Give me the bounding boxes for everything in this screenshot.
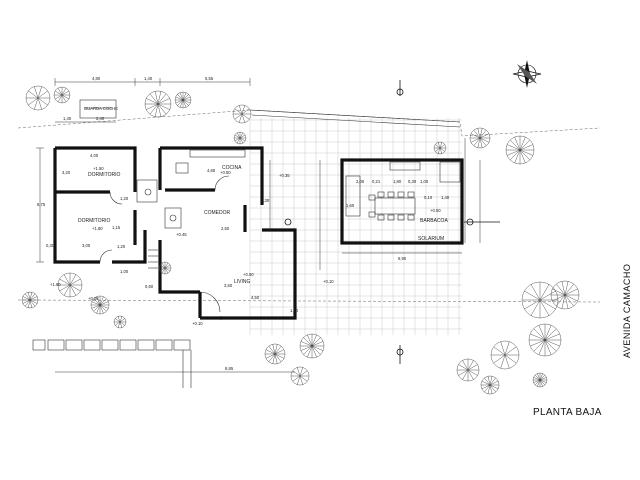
tree-icon	[456, 358, 480, 382]
house-walls	[53, 146, 464, 320]
room-comedor: COMEDOR	[204, 210, 231, 216]
tree-icon	[521, 281, 559, 319]
level-marks: +1.50 +1.80 +0.50 +0.50 +0.35 +0.50 +0.4…	[50, 166, 441, 326]
tree-icon	[25, 85, 51, 111]
dim-200: 2,00	[356, 179, 365, 184]
tree-icon	[232, 104, 252, 124]
dim-120b: 1,20	[117, 244, 126, 249]
level-comedor: +0.45	[176, 232, 187, 237]
property-boundary	[17, 109, 601, 303]
dim-top-1: 4,80	[92, 76, 101, 81]
dim-675: 6,75	[37, 202, 46, 207]
tree-icon	[290, 366, 310, 386]
tree-icon	[264, 343, 286, 365]
level-cocina: +0.50	[220, 170, 231, 175]
tree-icon	[174, 91, 192, 109]
tree-icon	[469, 127, 491, 149]
dim-300: 3,00	[82, 243, 91, 248]
tree-icon	[505, 135, 535, 165]
room-cocina: COCINA	[222, 165, 242, 171]
dim-030b: 0,30	[261, 198, 270, 203]
dim-gc-1: 1,40	[63, 116, 72, 121]
tree-icon	[233, 131, 247, 145]
room-dormitorio-2: DORMITORIO	[78, 218, 111, 224]
room-dormitorio-1: DORMITORIO	[88, 172, 121, 178]
fixtures	[79, 99, 461, 313]
sidewalk-blocks	[32, 339, 192, 388]
level-dorm1: +1.50	[93, 166, 104, 171]
tree-icon	[299, 333, 325, 359]
level-living: +0.50	[243, 272, 254, 277]
dim-885: 8,85	[225, 366, 234, 371]
tree-icon	[53, 86, 71, 104]
dimension-labels: 4,80 1,40 5,55 1,40 2,40 4,00 3,20 3,00 …	[37, 76, 450, 371]
room-barbacoa: BARBACOA	[420, 218, 448, 224]
level-bottom: +0.10	[192, 321, 203, 326]
dimension-lines	[36, 78, 481, 373]
dim-021: 0,21	[372, 179, 381, 184]
level-patio: +0.35	[279, 173, 290, 178]
dim-gc-2: 2,40	[96, 116, 105, 121]
dim-400: 4,00	[90, 153, 99, 158]
tree-icon	[158, 261, 172, 275]
tree-icon	[144, 90, 172, 118]
dim-100b: 1,00	[420, 179, 429, 184]
level-right: +0.10	[323, 279, 334, 284]
tree-icon	[21, 291, 39, 309]
dim-top-2: 1,40	[144, 76, 153, 81]
tree-icon	[490, 340, 520, 370]
level-bottom-left: +0.08	[88, 296, 99, 301]
dim-350: 3,50	[224, 283, 233, 288]
paving-grid	[249, 118, 462, 335]
tree-icon	[480, 375, 500, 395]
room-living: LIVING	[234, 279, 251, 285]
dim-100: 1,00	[120, 269, 129, 274]
tree-icon	[90, 295, 110, 315]
tree-icon	[57, 272, 83, 298]
tree-icon	[532, 372, 548, 388]
dim-250: 2,50	[221, 226, 230, 231]
tree-icon	[550, 280, 580, 310]
dim-690: 6,90	[398, 256, 407, 261]
dim-115: 1,15	[112, 225, 121, 230]
dim-140: 1,40	[441, 195, 450, 200]
dim-320: 3,20	[62, 170, 71, 175]
room-solarium: SOLARIUM	[418, 236, 444, 242]
dim-120a: 1,20	[120, 196, 129, 201]
street-name: AVENIDA CAMACHO	[622, 264, 632, 358]
dim-030: 0,30	[408, 179, 417, 184]
north-arrow-icon	[512, 60, 542, 88]
level-left: +1.80	[50, 282, 61, 287]
tree-icon	[433, 141, 447, 155]
dim-450: 4,50	[251, 295, 260, 300]
dim-top-3: 5,55	[205, 76, 214, 81]
dim-465: 4,65	[207, 168, 216, 173]
dim-030c: 0,30	[46, 243, 55, 248]
room-labels: DORMITORIO DORMITORIO COCINA COMEDOR LIV…	[78, 106, 448, 285]
level-dorm2: +1.80	[92, 226, 103, 231]
tree-icon	[528, 323, 562, 357]
dim-160: 1,60	[346, 203, 355, 208]
level-barbacoa: +0.50	[430, 208, 441, 213]
dim-110: 1,10	[290, 308, 299, 313]
vegetation	[21, 85, 580, 395]
dim-060: 0,60	[145, 284, 154, 289]
dim-010: 0,10	[424, 195, 433, 200]
section-marker-icon	[284, 80, 500, 364]
plan-title: PLANTA BAJA	[533, 407, 602, 418]
dim-180: 1,80	[393, 179, 402, 184]
tree-icon	[113, 315, 127, 329]
room-guarda-coche: GUARDA COCHE	[84, 106, 118, 111]
